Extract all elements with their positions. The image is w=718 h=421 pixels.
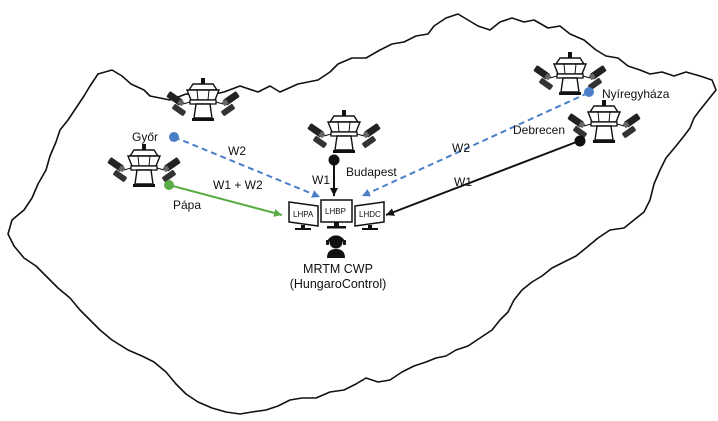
monitor-label-lhpa: LHPA bbox=[293, 210, 314, 219]
operator-headset-icon bbox=[326, 235, 346, 258]
link-label-gyor: W2 bbox=[228, 144, 246, 158]
city-label-papa: Pápa bbox=[173, 198, 201, 212]
control-tower-icon-gyor bbox=[165, 77, 241, 122]
city-label-gyor: Győr bbox=[132, 130, 158, 144]
link-label-papa: W1 + W2 bbox=[213, 178, 263, 192]
cwp-subtitle: (HungaroControl) bbox=[290, 277, 387, 291]
control-tower-icon-budapest bbox=[306, 109, 382, 154]
link-label-nyiregyhaza: W2 bbox=[452, 141, 470, 155]
monitor-label-lhdc: LHDC bbox=[359, 210, 381, 219]
city-dot-papa bbox=[164, 180, 174, 190]
city-dot-budapest bbox=[328, 154, 340, 166]
link-nyiregyhaza bbox=[361, 92, 589, 197]
monitor-lhdc: LHDC bbox=[354, 201, 385, 230]
city-label-debrecen: Debrecen bbox=[513, 123, 565, 137]
cwp-title: MRTM CWP bbox=[303, 262, 373, 276]
link-gyor bbox=[173, 136, 321, 198]
country-border bbox=[7, 13, 717, 415]
control-tower-icon-nyiregyhaza bbox=[532, 51, 608, 96]
link-label-debrecen: W1 bbox=[454, 175, 472, 189]
link-debrecen bbox=[385, 140, 580, 216]
monitor-lhbp: LHBP bbox=[320, 199, 353, 229]
city-label-budapest: Budapest bbox=[346, 165, 397, 179]
city-dot-gyor bbox=[169, 132, 179, 142]
city-label-nyiregyhaza: Nyíregyháza bbox=[602, 87, 670, 101]
city-dot-debrecen bbox=[574, 135, 586, 147]
city-dot-nyiregyhaza bbox=[584, 87, 594, 97]
link-papa bbox=[168, 184, 283, 217]
monitor-lhpa: LHPA bbox=[288, 201, 319, 230]
monitor-label-lhbp: LHBP bbox=[325, 207, 346, 216]
link-label-budapest: W1 bbox=[312, 173, 330, 187]
